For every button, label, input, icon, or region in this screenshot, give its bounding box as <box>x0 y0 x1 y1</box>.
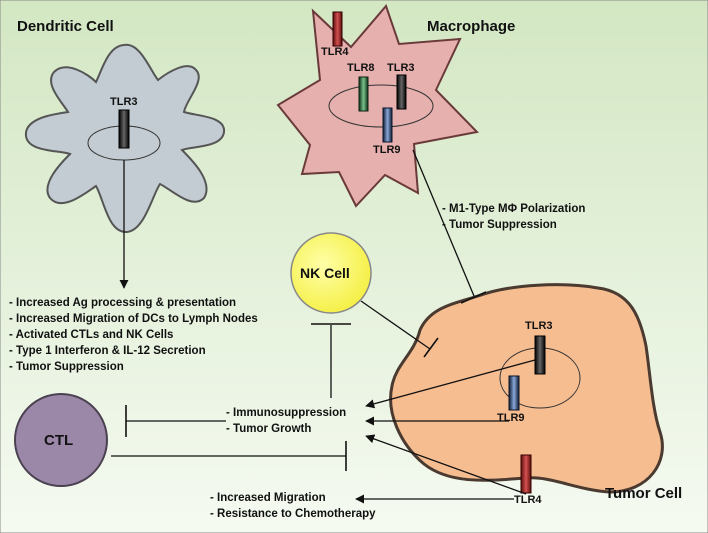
tumor-tlr-effect-item: - Tumor Growth <box>226 423 312 435</box>
tumor-tlr4-label: TLR4 <box>514 494 542 506</box>
ctl-cell <box>14 393 108 487</box>
dendritic-cell-title: Dendritic Cell <box>17 18 114 35</box>
nk-inhibition-line <box>360 300 431 350</box>
dendritic-cell <box>25 43 225 234</box>
dc-tlr3-label: TLR3 <box>110 96 138 108</box>
tumor-tlr3-label: TLR3 <box>525 320 553 332</box>
macrophage-tlr4-label: TLR4 <box>321 46 349 58</box>
dendritic-effect-item: - Increased Migration of DCs to Lymph No… <box>9 313 258 325</box>
tlr3-receptor-tumor <box>534 335 546 375</box>
macrophage-title: Macrophage <box>427 18 516 35</box>
dendritic-effect-item: - Increased Ag processing & presentation <box>9 297 237 309</box>
tumor-tlr4-effect-item: - Increased Migration <box>210 492 326 504</box>
macrophage-tlr9-label: TLR9 <box>373 144 401 156</box>
macrophage-inhibition-line <box>412 149 475 297</box>
tlr8-receptor-macrophage <box>358 76 369 112</box>
tumor-tlr4-effect-item: - Resistance to Chemotherapy <box>210 508 376 520</box>
ctl-label: CTL <box>44 432 74 449</box>
tumor-tlr-effects-list: - Immunosuppression - Tumor Growth <box>226 405 346 437</box>
tlr3-tumor-arrow <box>365 359 536 409</box>
nk-inhibition-bar <box>423 337 439 358</box>
macrophage-effect-item: - M1-Type MΦ Polarization <box>442 203 586 215</box>
tumor-tlr4-effects-list: - Increased Migration - Resistance to Ch… <box>210 490 376 522</box>
tlr3-receptor-macrophage <box>396 74 407 110</box>
tlr4-receptor-tumor <box>520 454 532 494</box>
tlr9-receptor-tumor <box>508 375 520 411</box>
dendritic-effect-item: - Tumor Suppression <box>9 361 124 373</box>
macrophage-effects-list: - M1-Type MΦ Polarization - Tumor Suppre… <box>442 201 585 233</box>
tumor-tlr-effect-item: - Immunosuppression <box>226 407 347 419</box>
tlr4-receptor-macrophage <box>332 11 343 47</box>
macrophage-tlr3-label: TLR3 <box>387 62 415 74</box>
dendritic-effects-list: - Increased Ag processing & presentation… <box>9 295 258 375</box>
dendritic-effect-item: - Type 1 Interferon & IL-12 Secretion <box>9 345 206 357</box>
tlr3-receptor-dc <box>118 109 130 149</box>
nk-cell <box>290 232 372 314</box>
macrophage-tlr8-label: TLR8 <box>347 62 375 74</box>
tumor-tlr9-label: TLR9 <box>497 412 525 424</box>
macrophage <box>276 4 480 208</box>
nk-cell-label: NK Cell <box>300 265 350 281</box>
tumor-cell-title: Tumor Cell <box>605 485 683 502</box>
tumor-cell <box>389 283 664 494</box>
macrophage-inhibition-bar <box>460 291 487 304</box>
dendritic-effect-item: - Activated CTLs and NK Cells <box>9 329 174 341</box>
macrophage-effect-item: - Tumor Suppression <box>442 219 557 231</box>
tlr9-receptor-macrophage <box>382 107 393 143</box>
tlr4-growth-arrow <box>365 434 527 495</box>
